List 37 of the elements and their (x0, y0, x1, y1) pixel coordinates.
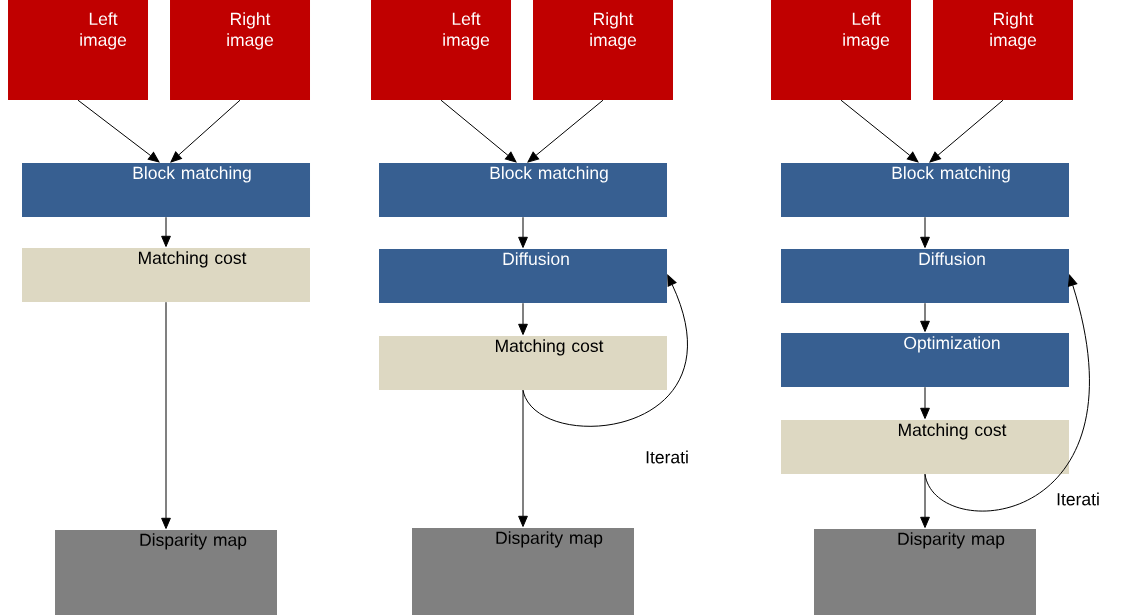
arrow (161, 216, 171, 247)
image-box: Left image (8, 0, 148, 100)
edge-label: Iterati (1055, 491, 1101, 507)
arrow (920, 216, 930, 248)
process-box: Diffusion (781, 249, 1069, 303)
cost-box: Matching cost (22, 248, 310, 302)
arrow (77, 99, 160, 163)
arrow (440, 99, 517, 163)
arrow (920, 473, 930, 528)
arrow (920, 302, 930, 332)
output-box: Disparity map (412, 528, 634, 615)
image-box: Right image (170, 0, 310, 100)
arrow (518, 302, 528, 335)
process-box: Block matching (22, 163, 310, 217)
edge-label: Iterati (644, 449, 690, 465)
output-box: Disparity map (814, 529, 1036, 615)
arrow (527, 99, 604, 163)
process-box: Block matching (379, 163, 667, 217)
arrow (522, 274, 688, 427)
arrow (161, 301, 171, 529)
arrow (518, 389, 528, 527)
arrow (170, 99, 241, 163)
process-box: Optimization (781, 333, 1069, 387)
process-box: Block matching (781, 163, 1069, 217)
cost-box: Matching cost (379, 336, 667, 390)
arrow (924, 274, 1090, 512)
process-box: Diffusion (379, 249, 667, 303)
arrow (929, 99, 1004, 163)
arrow (840, 99, 919, 163)
image-box: Left image (771, 0, 911, 100)
image-box: Right image (533, 0, 673, 100)
arrow (920, 386, 930, 419)
output-box: Disparity map (55, 530, 277, 615)
image-box: Right image (933, 0, 1073, 100)
image-box: Left image (371, 0, 511, 100)
arrow (518, 216, 528, 248)
cost-box: Matching cost (781, 420, 1069, 474)
